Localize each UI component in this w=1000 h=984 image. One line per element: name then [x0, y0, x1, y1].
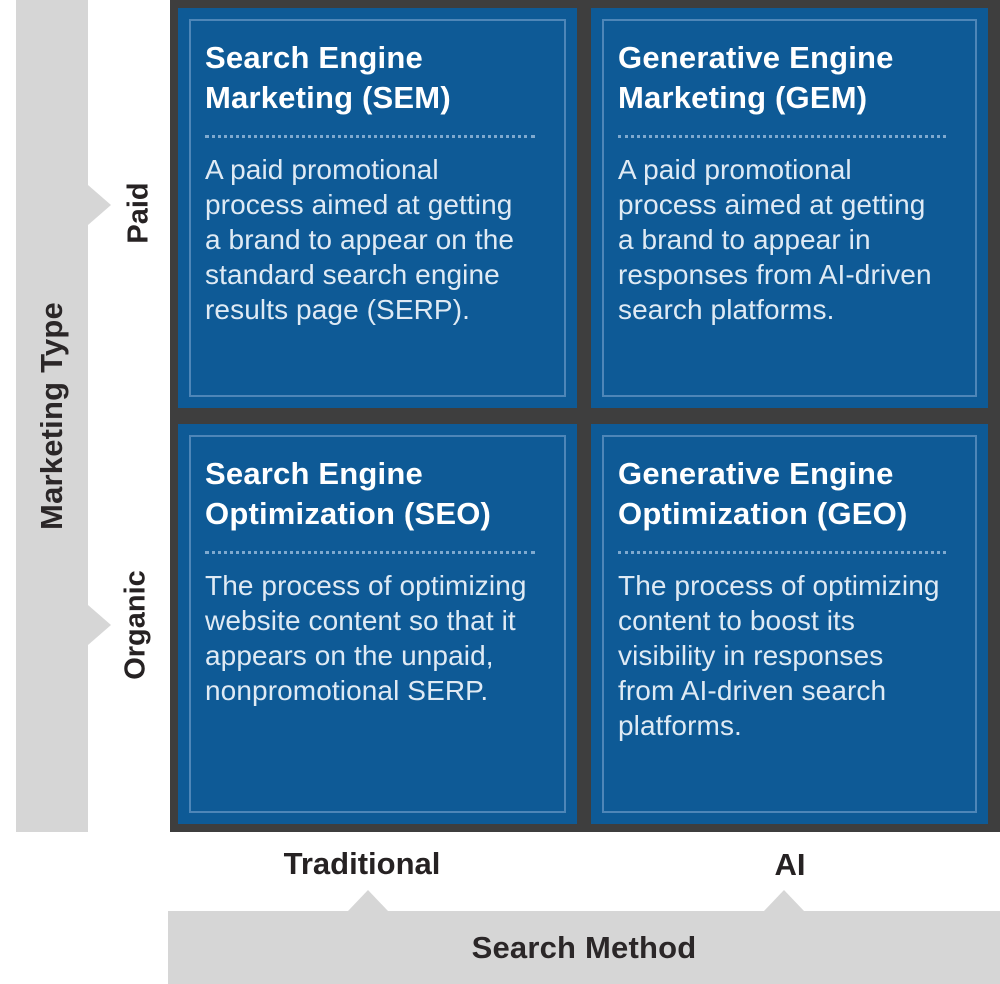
x-axis-arrow-ai-icon: [764, 890, 804, 911]
quadrant-sem: Search Engine Marketing (SEM) A paid pro…: [178, 8, 577, 408]
quadrant-seo-title: Search Engine Optimization (SEO): [205, 456, 492, 531]
x-axis-arrow-traditional-icon: [348, 890, 388, 911]
dotted-divider: [205, 551, 535, 554]
quadrant-gem-content: Generative Engine Marketing (GEM) A paid…: [591, 8, 988, 327]
quadrant-geo-content: Generative Engine Optimization (GEO) The…: [591, 424, 988, 743]
quadrant-gem-title: Generative Engine Marketing (GEM): [618, 40, 894, 115]
y-axis-bar: [16, 0, 88, 832]
dotted-divider: [618, 135, 946, 138]
y-axis-arrow-paid-icon: [88, 185, 111, 225]
x-axis-label-ai: AI: [774, 847, 806, 882]
y-axis-arrow-organic-icon: [88, 605, 111, 645]
y-axis-title: Marketing Type: [34, 302, 69, 530]
quadrant-seo-content: Search Engine Optimization (SEO) The pro…: [178, 424, 577, 708]
matrix-panel: Search Engine Marketing (SEM) A paid pro…: [170, 0, 1000, 832]
x-axis-label-traditional: Traditional: [283, 846, 441, 881]
quadrant-geo-title: Generative Engine Optimization (GEO): [618, 456, 908, 531]
quadrant-sem-description: A paid promotional process aimed at gett…: [205, 154, 515, 325]
quadrant-sem-content: Search Engine Marketing (SEM) A paid pro…: [178, 8, 577, 327]
y-axis-label-organic: Organic: [119, 570, 152, 680]
x-axis-bar: Search Method: [168, 911, 1000, 984]
quadrant-seo: Search Engine Optimization (SEO) The pro…: [178, 424, 577, 824]
quadrant-gem-description: A paid promotional process aimed at gett…: [618, 154, 932, 325]
quadrant-gem: Generative Engine Marketing (GEM) A paid…: [591, 8, 988, 408]
y-axis-label-paid: Paid: [122, 182, 155, 244]
x-axis-title: Search Method: [471, 929, 697, 965]
quadrant-sem-title: Search Engine Marketing (SEM): [205, 40, 451, 115]
quadrant-geo-description: The process of optimizing content to boo…: [618, 570, 940, 741]
quadrant-geo: Generative Engine Optimization (GEO) The…: [591, 424, 988, 824]
dotted-divider: [205, 135, 535, 138]
dotted-divider: [618, 551, 946, 554]
quadrant-seo-description: The process of optimizing website conten…: [205, 570, 527, 706]
